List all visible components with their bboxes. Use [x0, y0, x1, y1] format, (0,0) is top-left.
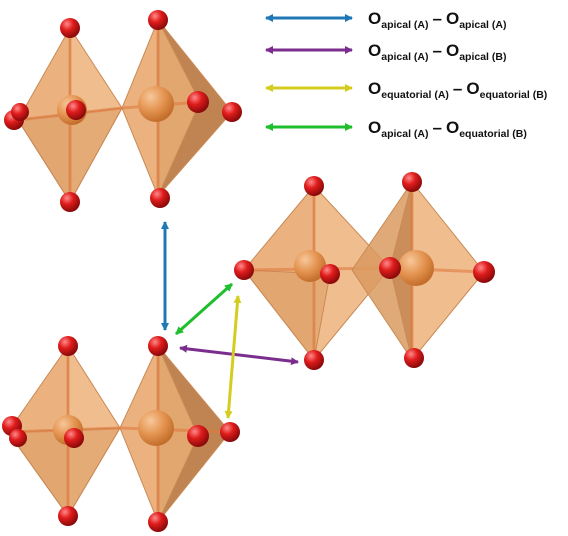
oxygen-atom [473, 261, 495, 283]
legend-item: Oapical (A)–Oapical (A) [265, 9, 506, 31]
oxygen-atom [148, 512, 168, 532]
oxygen-atom [234, 260, 254, 280]
oxygen-atom [58, 506, 78, 526]
oxygen-atom [187, 91, 209, 113]
legend-item: Oapical (A)–Oapical (B) [265, 41, 506, 63]
oxygen-atom [66, 100, 86, 120]
octahedron [242, 184, 391, 362]
legend-item: Oequatorial (A)–Oequatorial (B) [265, 79, 547, 101]
oxygen-atom [11, 103, 29, 121]
oxygen-atom [148, 10, 168, 30]
oxygen-atom [379, 257, 401, 279]
metal-atom [138, 410, 174, 446]
oxygen-atom [304, 350, 324, 370]
arrow-apical-a-apical-b [179, 344, 299, 366]
oxygen-atom [320, 264, 340, 284]
distance-arrows [161, 221, 299, 419]
oxygen-atom [304, 176, 324, 196]
oxygen-atom [222, 102, 242, 122]
octahedron [7, 344, 121, 518]
oxygen-atom [60, 192, 80, 212]
legend-label: Oapical (A)–Oequatorial (B) [368, 118, 527, 140]
legend-label: Oapical (A)–Oapical (A) [368, 9, 506, 31]
legend-label: Oequatorial (A)–Oequatorial (B) [368, 79, 547, 101]
metal-atom [294, 250, 326, 282]
octahedron [121, 18, 233, 198]
oxygen-atom [9, 429, 27, 447]
octahedron [119, 344, 231, 524]
octahedra-pair-right [234, 172, 495, 370]
arrow-apical-a-equatorial-b [175, 282, 233, 336]
metal-atom [398, 250, 434, 286]
oxygen-atom [150, 188, 170, 208]
octahedra-pair-top-left [4, 10, 242, 212]
metal-atom [138, 86, 174, 122]
oxygen-atom [404, 348, 424, 368]
oxygen-atom [402, 172, 422, 192]
oxygen-atom [58, 336, 78, 356]
oxygen-atom [148, 336, 168, 356]
oxygen-atom [64, 428, 84, 448]
legend: Oapical (A)–Oapical (A) Oapical (A)–Oapi… [265, 9, 547, 140]
octahedra-pair-bottom-left [2, 336, 240, 532]
legend-item: Oapical (A)–Oequatorial (B) [265, 118, 527, 140]
arrow-equatorial-a-equatorial-b [224, 295, 242, 419]
oxygen-atom [60, 18, 80, 38]
oxygen-atom [220, 422, 240, 442]
octahedron [351, 180, 485, 362]
legend-label: Oapical (A)–Oapical (B) [368, 41, 506, 63]
oxygen-atom [187, 425, 209, 447]
